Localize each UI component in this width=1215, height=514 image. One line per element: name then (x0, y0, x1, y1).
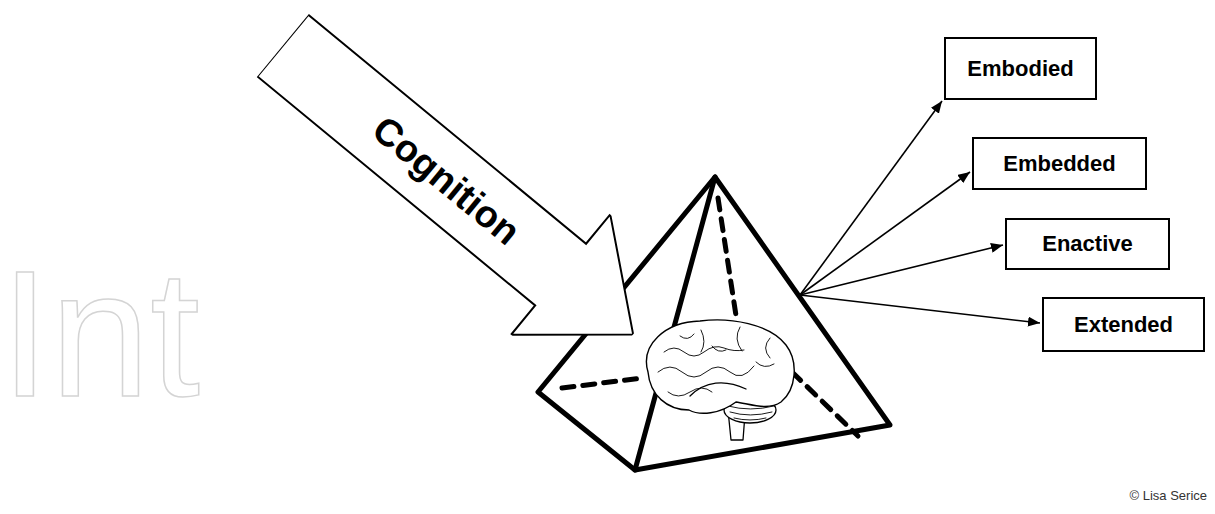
fan-arrow (800, 245, 1003, 295)
fan-arrow (800, 295, 1040, 323)
brain-gyri (658, 327, 774, 396)
concept-label: Extended (1074, 312, 1173, 338)
arrow-label: Cognition (364, 107, 528, 253)
concept-box: Enactive (1005, 218, 1170, 270)
cerebrum (647, 320, 795, 413)
pyramid-hidden-edge (718, 198, 737, 322)
concept-box: Extended (1042, 297, 1205, 352)
watermark: Int (0, 244, 200, 424)
pyramid-hidden-edge (792, 372, 858, 436)
concept-label: Enactive (1042, 231, 1133, 257)
concept-label: Embedded (1003, 151, 1115, 177)
arrow-text-holder: Cognition (233, 0, 659, 375)
concept-label: Embodied (967, 56, 1073, 82)
fan-arrow (800, 172, 970, 295)
pyramid-hidden-edge (562, 378, 642, 388)
arrow-shape (233, 0, 683, 394)
brain (647, 320, 795, 440)
cerebellum-folds (728, 406, 774, 420)
copyright-note: © Lisa Serice (1130, 489, 1208, 502)
concept-box: Embedded (972, 137, 1147, 190)
fan-arrows (800, 101, 1040, 323)
brain-fissure (690, 383, 746, 396)
cognition-arrow: Cognition (233, 0, 683, 394)
concept-box: Embodied (944, 37, 1097, 100)
